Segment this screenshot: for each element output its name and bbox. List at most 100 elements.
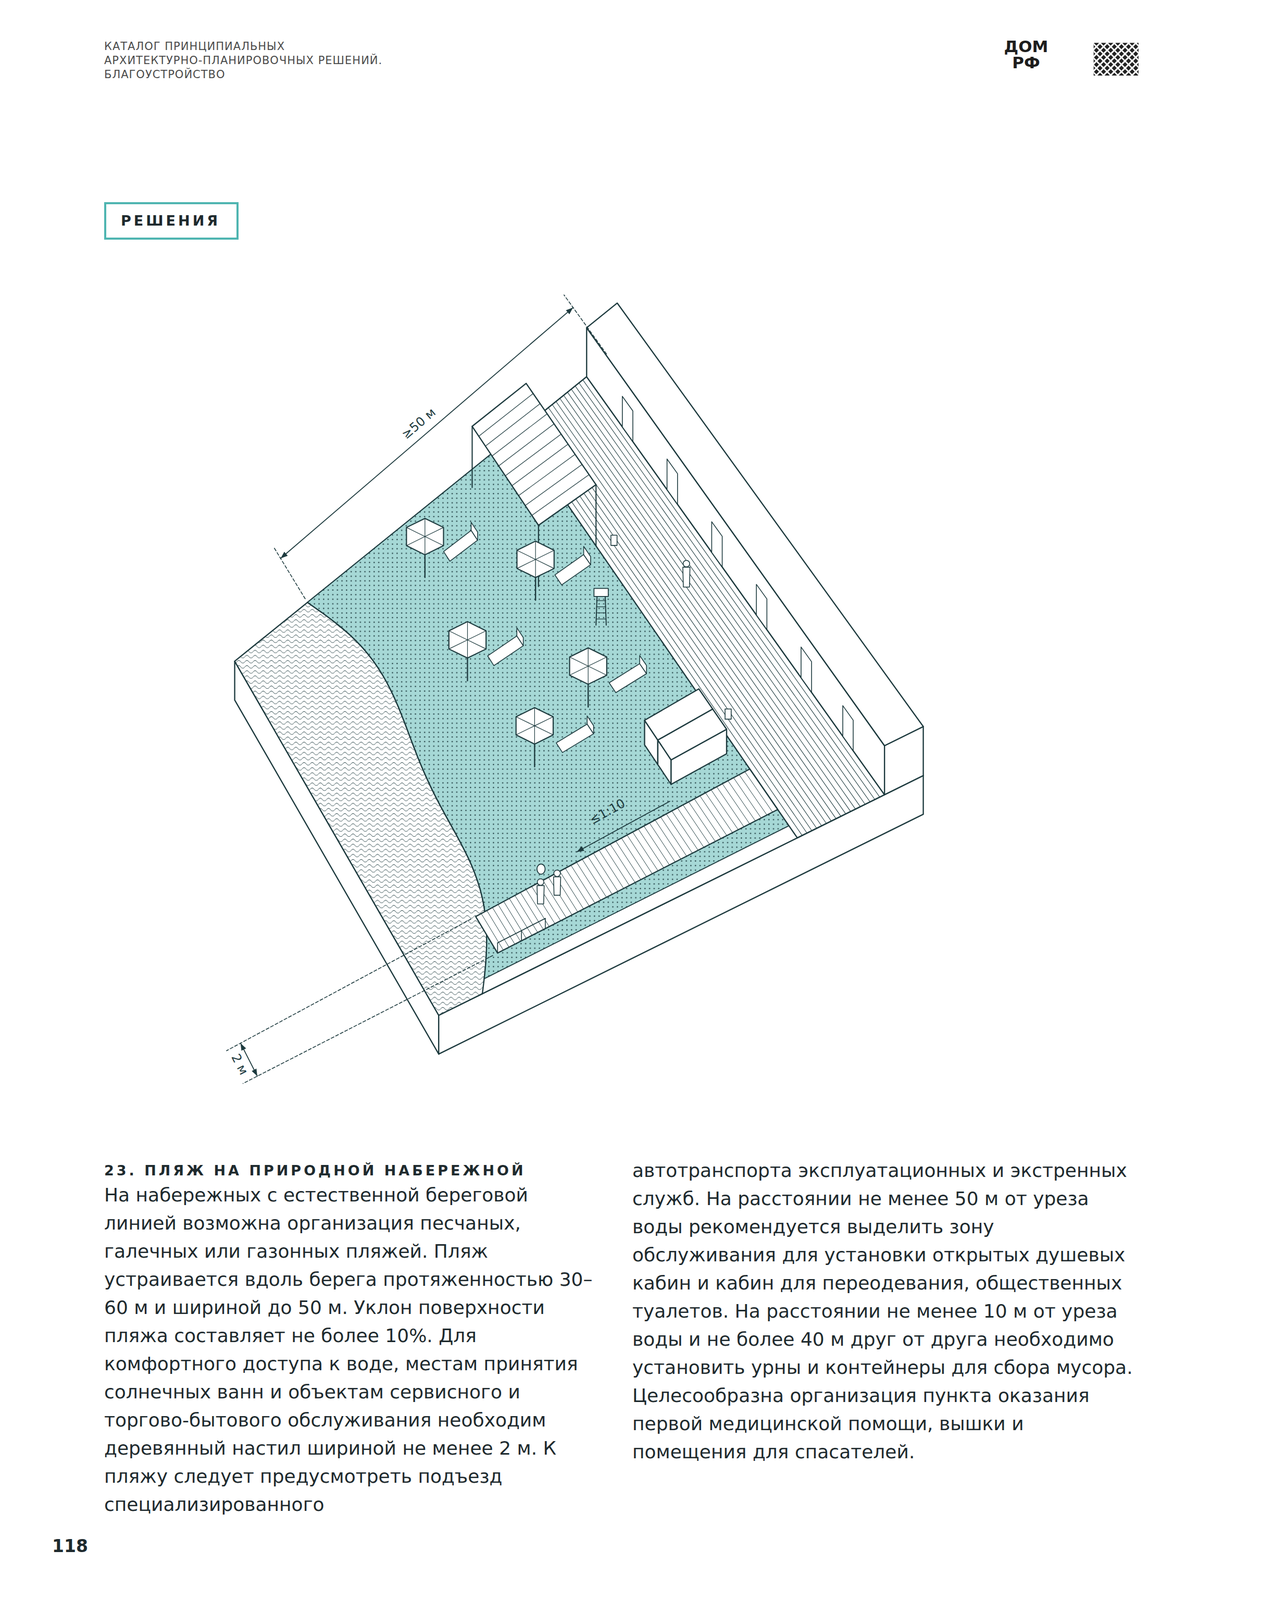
boardwalk-plank: [548, 877, 572, 915]
boardwalk-plank: [497, 904, 521, 942]
deck-step: [579, 382, 876, 799]
umbrella-rib: [535, 559, 555, 569]
railing-post: [520, 930, 522, 941]
umbrella-rib: [535, 559, 536, 578]
boardwalk: [475, 768, 778, 953]
boardwalk-plank: [492, 907, 516, 944]
tag-text: РЕШЕНИЯ: [120, 211, 222, 230]
building-door: [667, 458, 678, 505]
tower-rung: [596, 606, 606, 607]
building-door: [756, 584, 767, 630]
umbrella-rib: [588, 666, 607, 676]
boardwalk-plank: [728, 780, 756, 821]
umbrella-rib: [517, 559, 536, 569]
boardwalk-plank: [716, 786, 744, 827]
boardwalk-plank: [688, 801, 716, 842]
boardwalk-plank: [593, 853, 618, 892]
umbrella-rib: [425, 527, 444, 536]
boardwalk-plank: [682, 804, 710, 845]
slope-arrow-head: [576, 845, 584, 852]
umbrella-rib: [534, 725, 554, 735]
person: [537, 885, 545, 904]
building-door: [801, 646, 812, 693]
boardwalk-plank: [643, 825, 670, 865]
umbrella-rib: [448, 639, 468, 649]
umbrella-rib: [535, 541, 536, 560]
life-ring: [537, 863, 546, 875]
roof-slat: [525, 464, 582, 506]
boardwalk-plank: [710, 789, 739, 830]
boardwalk-plank: [700, 795, 728, 835]
litter-bin: [725, 708, 732, 720]
boardwalk-plank: [660, 816, 687, 856]
boardwalk-plank: [649, 822, 676, 863]
header-word: АРХИТЕКТУРНО-ПЛАНИРОВОЧНЫХ: [104, 54, 315, 67]
building-door: [842, 705, 854, 751]
changing-cabin: [657, 708, 727, 760]
header-word: РЕШЕНИЙ.: [318, 54, 383, 67]
sun-lounger: [554, 554, 591, 585]
extension-line: [226, 918, 471, 1051]
umbrella-rib: [467, 630, 487, 640]
dimension-line: [280, 307, 574, 558]
umbrella-rib: [534, 725, 535, 744]
boardwalk-plank: [627, 834, 653, 874]
sun-lounger: [639, 655, 647, 674]
boardwalk-plank: [638, 828, 664, 868]
boardwalk-plank: [722, 783, 750, 824]
logo-stripe: [1093, 42, 1139, 76]
sun-lounger: [609, 663, 647, 693]
logo-stripe: [1129, 42, 1139, 76]
shade-roof: [472, 383, 597, 526]
extension-line: [273, 547, 306, 599]
boardwalk-plank: [604, 846, 630, 886]
umbrella-rib: [588, 666, 589, 685]
umbrella-rib: [424, 518, 426, 537]
boardwalk-plank: [744, 771, 773, 813]
umbrella-rib: [535, 550, 555, 559]
logo-text: ДОМ РФ: [1000, 38, 1053, 71]
railing-post: [497, 942, 499, 954]
person-head: [553, 869, 561, 877]
service-building: [586, 303, 923, 746]
roof-slat: [505, 433, 561, 476]
dimension-arrow: [566, 307, 574, 315]
deck-step: [582, 379, 880, 797]
umbrella-rib: [534, 716, 554, 726]
running-header: КАТАЛОГ ПРИНЦИПИАЛЬНЫХ АРХИТЕКТУРНО-ПЛАН…: [104, 39, 438, 82]
dimension-arrow: [280, 551, 289, 559]
boardwalk-plank: [694, 798, 721, 839]
boardwalk-plank: [621, 838, 647, 877]
extension-line: [564, 294, 607, 354]
boardwalk-plank: [559, 870, 584, 909]
section-tag: РЕШЕНИЯ: [104, 202, 239, 240]
logo-stripe: [1122, 42, 1139, 76]
umbrella-rib: [424, 536, 426, 555]
shoreline: [307, 602, 487, 994]
boardwalk-plank: [598, 850, 624, 889]
boardwalk-plank: [705, 792, 733, 833]
dimension-arrow: [240, 1042, 247, 1051]
umbrella-rib: [588, 656, 607, 667]
sun-lounger: [443, 530, 478, 561]
umbrella-rib: [516, 725, 535, 735]
logo-stripe: [1115, 42, 1139, 76]
logo-stripe: [1136, 42, 1139, 76]
sun-lounger: [587, 715, 594, 734]
body-text: На набережных с естественной береговой л…: [104, 1180, 605, 1519]
boardwalk-plank: [576, 862, 601, 901]
umbrella-canopy: [406, 518, 444, 555]
roof-slat: [498, 423, 554, 467]
umbrella-rib: [467, 621, 468, 640]
umbrella-rib: [516, 716, 535, 726]
umbrella-rib: [517, 550, 536, 559]
umbrella-rib: [406, 527, 425, 536]
railing: [497, 918, 546, 943]
boardwalk-plank: [733, 777, 761, 818]
dimension-arrow: [251, 1068, 258, 1076]
tower-rung: [596, 612, 606, 614]
boardwalk-plank: [570, 865, 595, 904]
umbrella-rib: [425, 536, 444, 546]
boardwalk-plank: [671, 810, 699, 851]
roof-slat: [512, 444, 569, 486]
